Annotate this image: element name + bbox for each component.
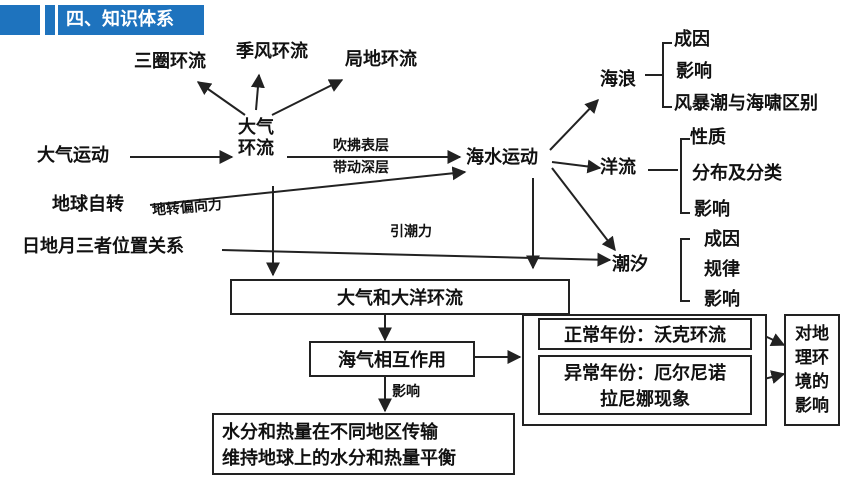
node-atmospheric-movement: 大气运动 xyxy=(37,145,109,166)
node-local-circulation: 局地环流 xyxy=(345,49,417,70)
box-normal-year: 正常年份：沃克环流 xyxy=(538,318,752,350)
bracket-tides xyxy=(680,238,690,302)
node-tides-impact: 影响 xyxy=(704,289,740,310)
node-tides-pattern: 规律 xyxy=(704,259,740,280)
box-result: 水分和热量在不同地区传输 维持地球上的水分和热量平衡 xyxy=(212,413,515,475)
geo-impact-line4: 影响 xyxy=(795,396,829,416)
box-atmosphere-ocean-circulation: 大气和大洋环流 xyxy=(230,279,570,315)
node-sun-earth-moon: 日地月三者位置关系 xyxy=(22,236,184,257)
bracket-waves xyxy=(662,42,672,108)
result-line2: 维持地球上的水分和热量平衡 xyxy=(222,448,456,469)
bracket-currents xyxy=(680,138,690,214)
box-abnormal-year: 异常年份：厄尔尼诺 拉尼娜现象 xyxy=(538,355,752,415)
node-currents-nature: 性质 xyxy=(690,127,726,148)
abnormal-year-line2: 拉尼娜现象 xyxy=(600,389,690,410)
node-waves-cause: 成因 xyxy=(674,29,710,50)
node-waves: 海浪 xyxy=(600,69,636,90)
node-atmospheric-circulation: 大气 环流 xyxy=(238,117,274,159)
geo-impact-line2: 理环 xyxy=(795,348,829,368)
page-title: 四、知识体系 xyxy=(58,5,204,35)
node-monsoon-circulation: 季风环流 xyxy=(236,41,308,62)
node-seawater-movement: 海水运动 xyxy=(466,147,538,168)
header-accent-bar xyxy=(0,5,40,35)
node-currents-impact: 影响 xyxy=(694,199,730,220)
label-impact: 影响 xyxy=(392,384,420,400)
geo-impact-line3: 境的 xyxy=(795,372,829,392)
label-tidal-force: 引潮力 xyxy=(390,224,432,240)
node-three-cell-circulation: 三圈环流 xyxy=(134,51,206,72)
box-air-sea-interaction: 海气相互作用 xyxy=(309,341,475,377)
node-storm-surge-tsunami: 风暴潮与海啸区别 xyxy=(674,93,818,114)
node-atmospheric-circulation-line1: 大气 xyxy=(238,117,274,138)
node-tides: 潮汐 xyxy=(612,254,648,275)
node-earth-rotation: 地球自转 xyxy=(52,194,124,215)
node-currents-distribution: 分布及分类 xyxy=(692,163,782,184)
label-drive-deep: 带动深层 xyxy=(333,160,389,176)
geo-impact-line1: 对地 xyxy=(795,324,829,344)
box-geo-impact: 对地 理环 境的 影响 xyxy=(784,314,840,426)
node-ocean-currents: 洋流 xyxy=(600,157,636,178)
label-blow-surface: 吹拂表层 xyxy=(333,138,389,154)
abnormal-year-line1: 异常年份：厄尔尼诺 xyxy=(564,363,726,384)
header-accent-bar-thin xyxy=(45,5,55,35)
node-tides-cause: 成因 xyxy=(704,229,740,250)
result-line1: 水分和热量在不同地区传输 xyxy=(222,422,438,443)
node-atmospheric-circulation-line2: 环流 xyxy=(238,137,274,159)
node-waves-impact: 影响 xyxy=(676,61,712,82)
